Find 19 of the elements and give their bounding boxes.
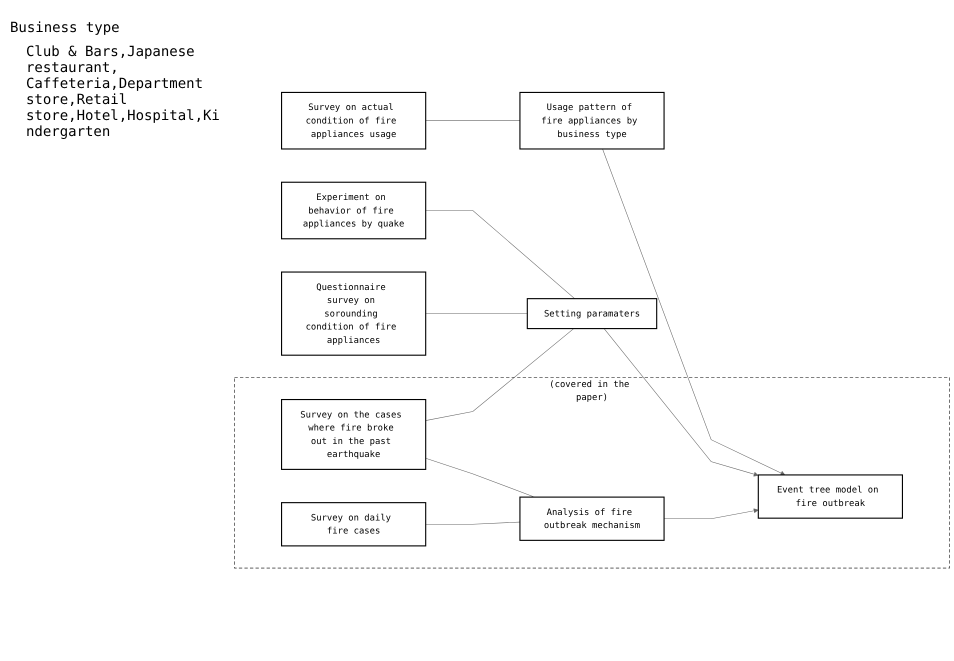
list-heading: Business type (10, 20, 121, 36)
node-box: Survey on actual condition of fire appliances usage (281, 92, 426, 150)
arrow (664, 508, 759, 520)
node-box: Survey on the cases where fire broke out in the past earthquake (281, 399, 426, 470)
node-box: Survey on daily fire cases (281, 502, 426, 547)
connector (425, 458, 535, 498)
node-box: Questionnaire survey on sorounding condition of fire appliances (281, 272, 426, 356)
node-box: Usage pattern of fire appliances by business type (519, 92, 665, 150)
node-box: Setting paramaters (526, 298, 658, 330)
arrow (604, 328, 759, 477)
node-box: Experiment on behavior of fire appliances by quake (281, 182, 426, 240)
node-box: Event tree model on fire outbreak (758, 474, 903, 519)
connector (425, 210, 575, 300)
note-text: Club & Bars,Japanese restaurant, Caffeteria,Department store,Retail store,Hotel,Hospital,Kindergarten (25, 44, 220, 140)
connector (425, 328, 574, 422)
node-box: Analysis of fire outbreak mechanism (519, 496, 665, 542)
arrow (602, 148, 786, 476)
connector (425, 120, 520, 122)
connector (425, 522, 520, 525)
